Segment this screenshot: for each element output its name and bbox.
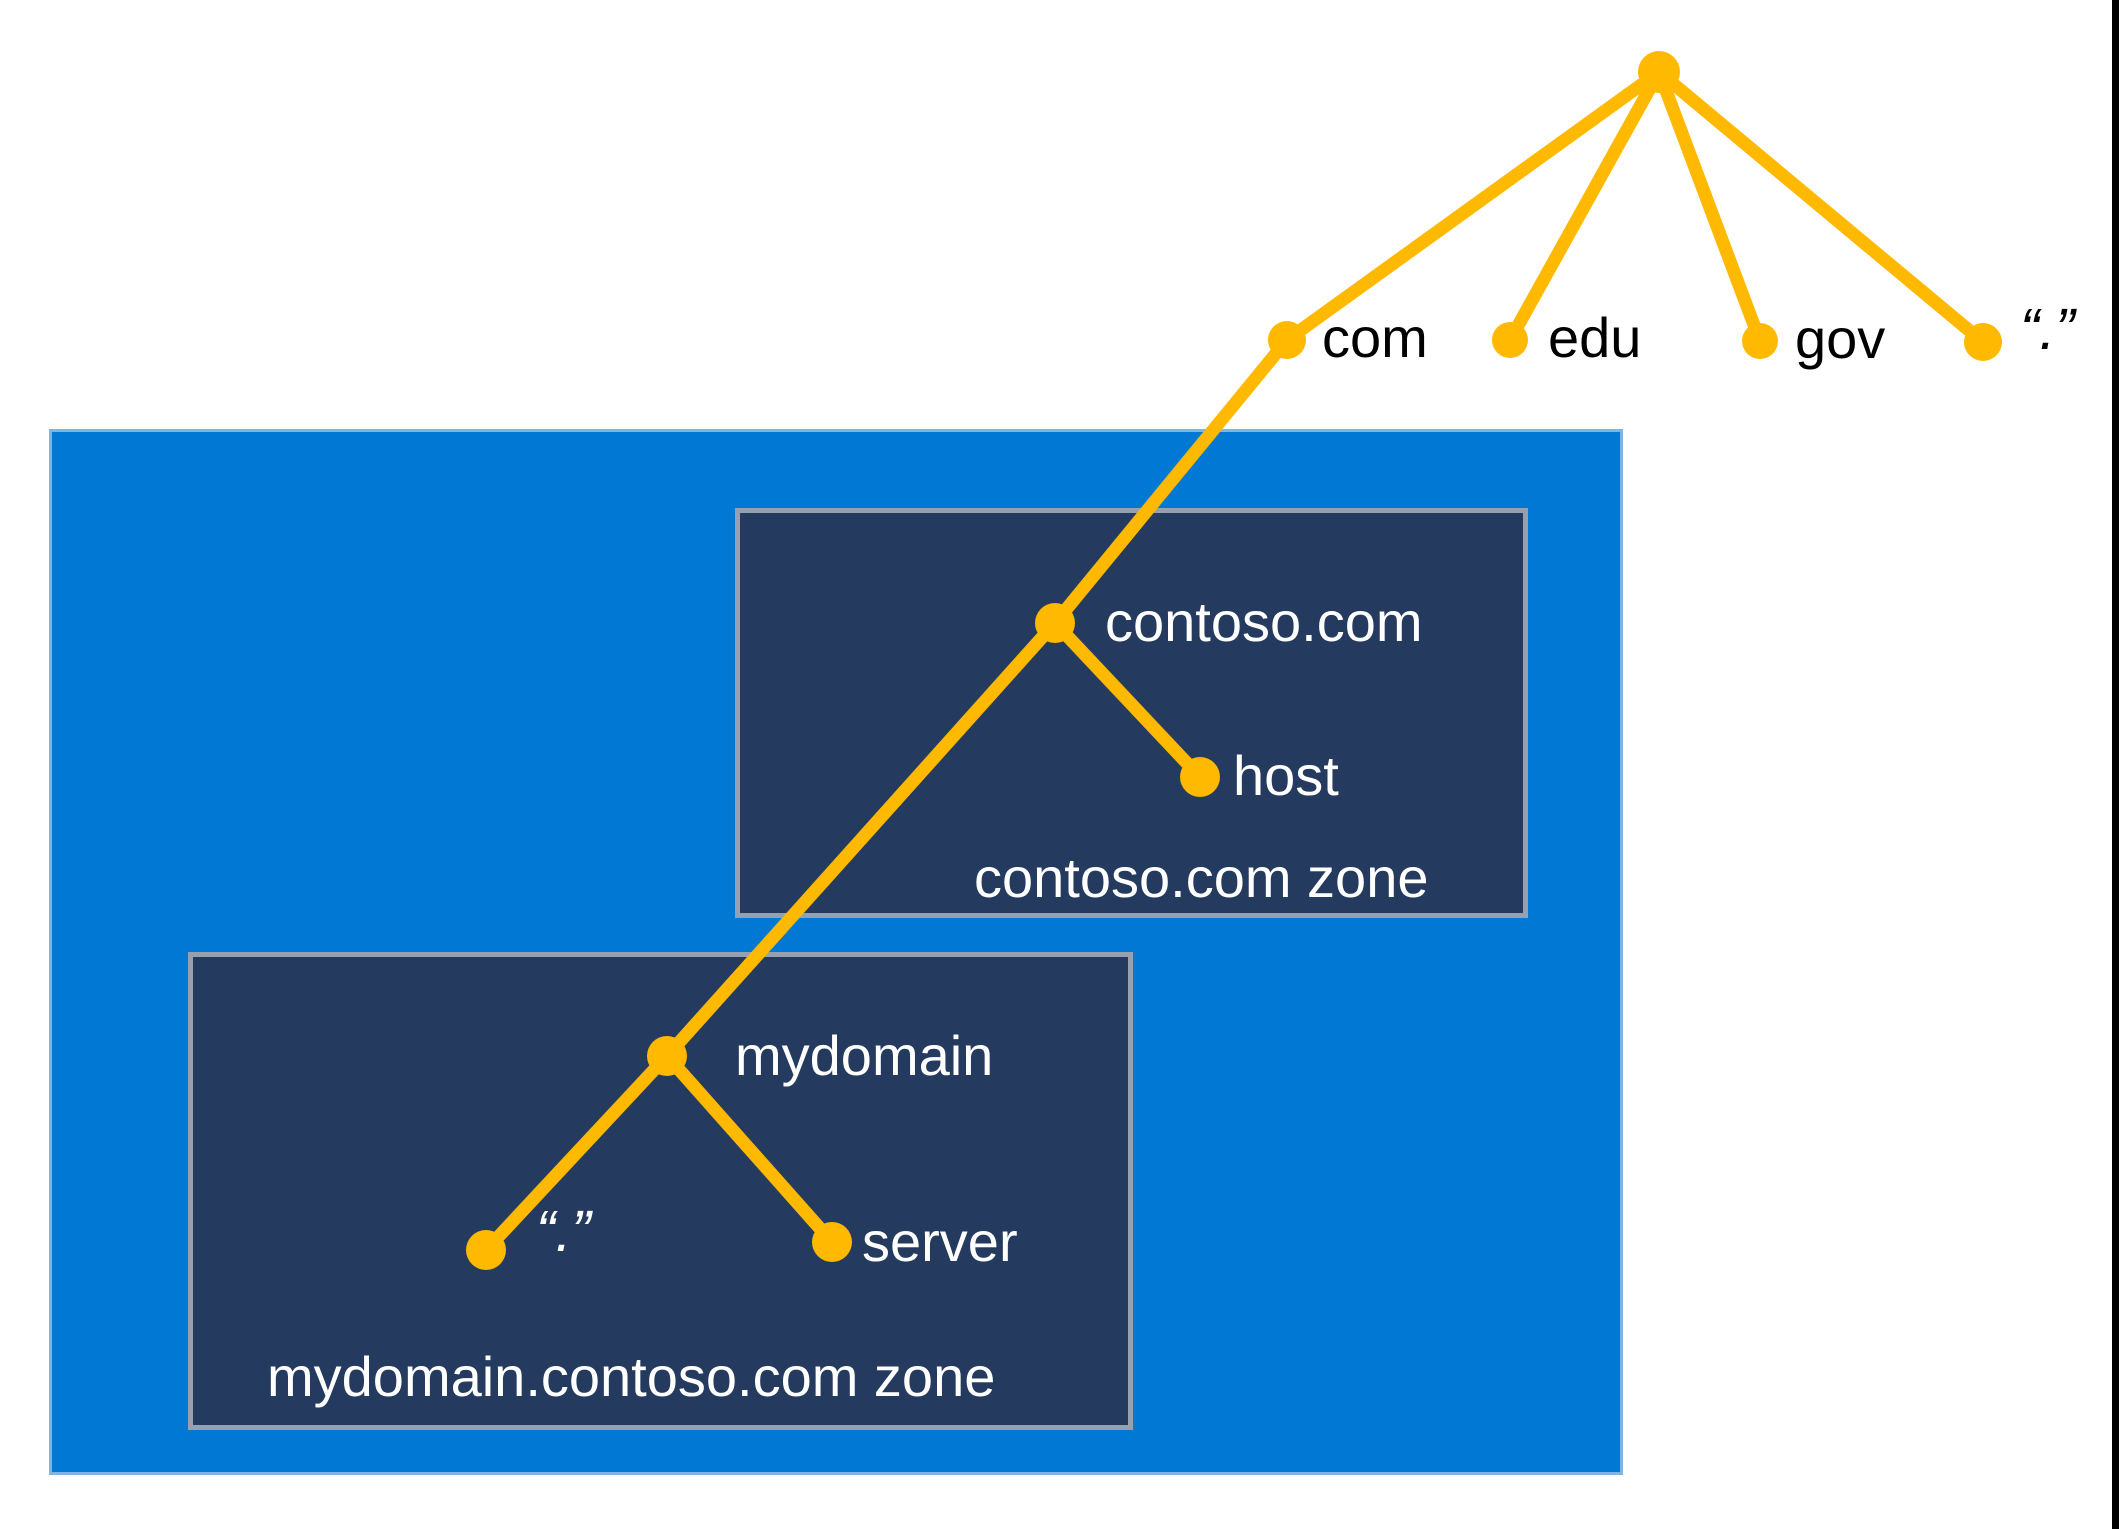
edge-root-dot	[1654, 67, 1988, 347]
label-contoso: contoso.com	[1105, 590, 1423, 653]
node-dot-root-period	[1964, 323, 2002, 361]
edge-root-edu	[1504, 68, 1665, 344]
label-mydomain-period: “.”	[536, 1199, 591, 1264]
label-edu: edu	[1548, 306, 1642, 369]
label-host: host	[1233, 744, 1339, 807]
right-edge-line	[2112, 0, 2119, 1529]
label-mydomain: mydomain	[735, 1024, 994, 1087]
node-dot-root	[1638, 51, 1680, 93]
label-root-period: “.”	[2020, 297, 2075, 362]
edge-root-com	[1283, 66, 1663, 346]
node-dot-gov	[1742, 323, 1778, 359]
node-dot-com	[1268, 321, 1306, 359]
label-com: com	[1322, 306, 1428, 369]
edge-root-gov	[1652, 69, 1767, 344]
label-server: server	[862, 1210, 1018, 1273]
node-dot-edu	[1492, 322, 1528, 358]
label-mydomain-zone: mydomain.contoso.com zone	[267, 1345, 996, 1408]
label-gov: gov	[1795, 307, 1886, 370]
label-contoso-zone: contoso.com zone	[974, 846, 1429, 909]
